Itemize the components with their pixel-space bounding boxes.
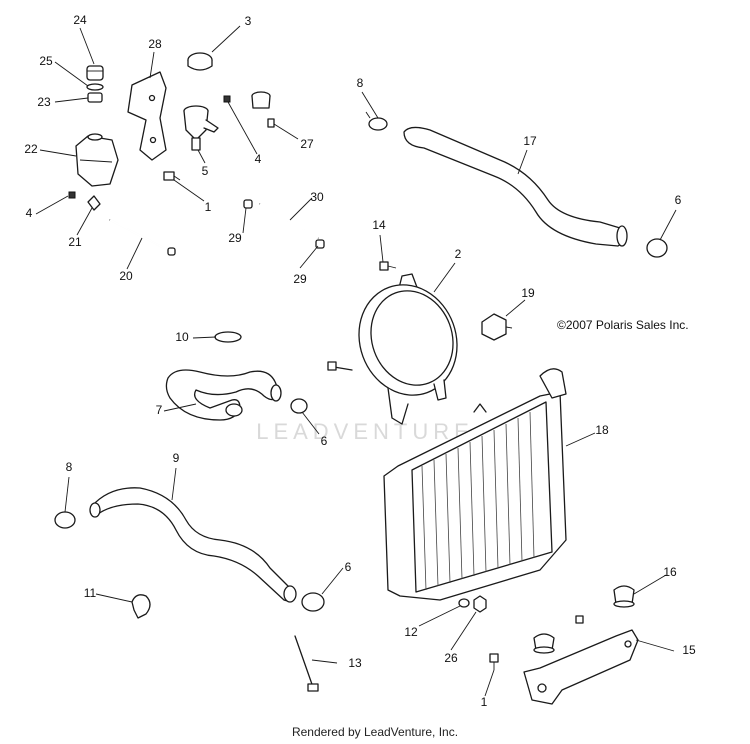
part-hose-clamp-10: [214, 331, 242, 343]
callout-numbers: 24 3 28 25 23 22 5 27 4 4 1 21 29 30 20 …: [24, 13, 696, 709]
part-screw-upper: [163, 171, 181, 181]
part-cable-tie: [294, 635, 319, 692]
part-relay: [481, 313, 513, 341]
part-radiator-bracket: [523, 629, 639, 705]
part-overflow-hose: [109, 219, 176, 256]
part-grommet: [533, 585, 635, 654]
watermark: LEADVENTURE: [256, 419, 474, 444]
part-fan-assembly: [327, 273, 458, 425]
callout-18: 18: [595, 423, 609, 437]
callout-28: 28: [148, 37, 162, 51]
part-nut: [473, 595, 487, 613]
part-o-ring: [86, 83, 104, 91]
callout-8-upper: 8: [357, 76, 364, 90]
callout-25: 25: [39, 54, 53, 68]
callout-21: 21: [68, 235, 82, 249]
part-hose-clamp-upper: [365, 111, 388, 131]
callout-10: 10: [175, 330, 189, 344]
callout-4-upper: 4: [255, 152, 262, 166]
callout-5: 5: [202, 164, 209, 178]
callout-14: 14: [372, 218, 386, 232]
callout-30: 30: [310, 190, 324, 204]
callout-6-right: 6: [675, 193, 682, 207]
part-filler-neck: [183, 105, 219, 151]
part-hose-clamp-left: [54, 511, 76, 529]
part-lower-hose-9: [89, 487, 297, 603]
callout-12: 12: [404, 625, 418, 639]
callout-20: 20: [119, 269, 133, 283]
part-bolt-small: [575, 615, 584, 624]
callout-3: 3: [245, 14, 252, 28]
part-radiator-cap: [187, 52, 213, 71]
part-washer: [458, 598, 470, 608]
callout-2: 2: [455, 247, 462, 261]
part-small-clamp-upper: [223, 95, 231, 103]
callout-6-low: 6: [345, 560, 352, 574]
callout-11: 11: [84, 586, 97, 600]
part-bushing: [87, 92, 103, 103]
callout-29-upper: 29: [228, 231, 242, 245]
callout-1-lower: 1: [481, 695, 488, 709]
callout-15: 15: [682, 643, 696, 657]
part-radiator: [383, 368, 567, 601]
callout-29-lower: 29: [293, 272, 307, 286]
callout-6-mid: 6: [321, 434, 328, 448]
callout-7: 7: [156, 403, 163, 417]
part-reservoir-cap: [86, 65, 104, 81]
part-lower-hose-7: [165, 369, 282, 421]
part-screw-lower: [489, 653, 499, 670]
callout-23: 23: [37, 95, 51, 109]
callout-8-left: 8: [66, 460, 73, 474]
callout-24: 24: [73, 13, 87, 27]
leader-lines: [35, 25, 677, 697]
part-coolant-reservoir: [75, 133, 119, 187]
callout-4-left: 4: [26, 206, 33, 220]
part-hose-clip: [131, 594, 151, 619]
part-hose-clamp-mid: [290, 398, 308, 414]
part-hose-clamp-low: [301, 592, 325, 612]
callout-9: 9: [173, 451, 180, 465]
part-bleed-hose: [243, 199, 325, 249]
part-hose-clamp-right: [646, 238, 668, 258]
part-bleeder-fitting: [251, 91, 275, 128]
part-upper-radiator-hose: [403, 126, 628, 247]
callout-27: 27: [300, 137, 314, 151]
callout-22: 22: [24, 142, 38, 156]
callout-26: 26: [444, 651, 458, 665]
callout-1-upper: 1: [205, 200, 212, 214]
callout-17: 17: [523, 134, 537, 148]
footer-credit: Rendered by LeadVenture, Inc.: [291, 725, 459, 739]
part-bolt: [379, 261, 397, 271]
part-reservoir-bracket: [127, 71, 167, 161]
part-fitting: [87, 195, 101, 211]
callout-16: 16: [663, 565, 677, 579]
callout-13: 13: [348, 656, 362, 670]
part-small-clamp-left: [68, 191, 76, 199]
callout-19: 19: [521, 286, 535, 300]
copyright-text: ©2007 Polaris Sales Inc.: [557, 318, 689, 332]
